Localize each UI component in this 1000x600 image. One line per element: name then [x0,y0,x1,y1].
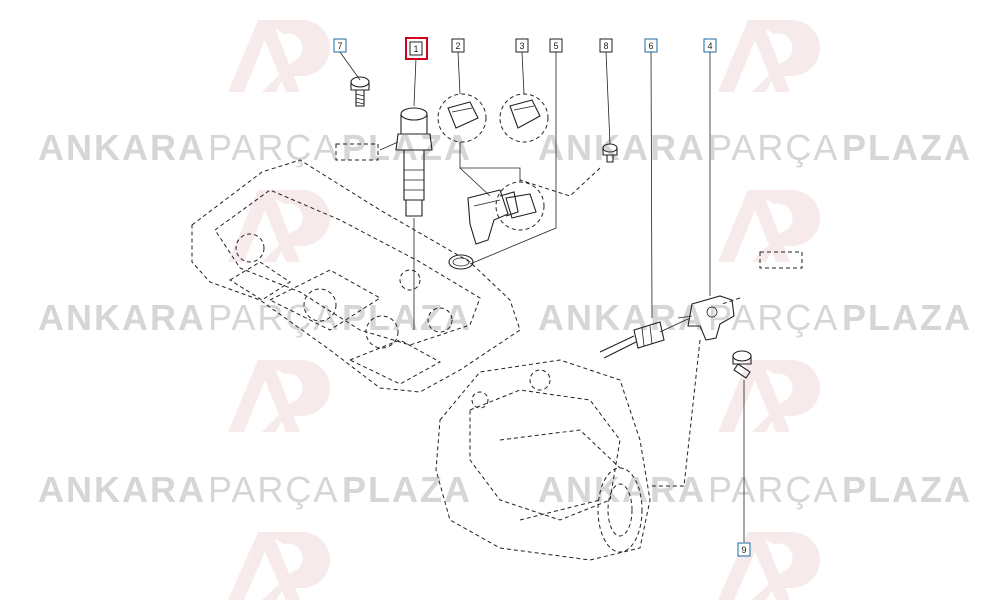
svg-text:7: 7 [337,41,342,51]
wm-ankara-2a: ANKARA [38,297,206,338]
leader-lines [339,51,745,542]
watermark-logo-5 [228,360,330,432]
wm-parca-3b: PARÇA [708,469,839,510]
engine-head-outline [191,159,521,393]
svg-text:6: 6 [648,41,653,51]
reference-box-right [759,251,803,269]
part-7-bolt[interactable] [350,76,370,107]
watermark-logo-7 [228,532,330,600]
part-9-bolt[interactable] [732,350,752,379]
gearbox-outline [435,359,651,561]
wm-parca-2a: PARÇA [208,297,339,338]
part-1-solenoid[interactable] [379,107,433,217]
wm-plaza-2a: PLAZA [342,297,472,338]
reference-box-left [335,143,379,161]
svg-text:3: 3 [519,41,524,51]
callout-9[interactable]: 9 [737,542,751,557]
callout-3[interactable]: 3 [515,38,529,53]
wm-parca-1a: PARÇA [208,127,339,168]
watermark-layer: ANKARA PARÇA PLAZA ANKARA PARÇA PLAZA AN… [38,20,972,600]
wm-plaza-3b: PLAZA [842,469,972,510]
svg-text:9: 9 [741,545,746,555]
wm-plaza-2b: PLAZA [842,297,972,338]
svg-text:1: 1 [413,44,418,54]
watermark-text-row-3: ANKARA PARÇA PLAZA ANKARA PARÇA PLAZA [38,469,972,510]
watermark-logo-6 [718,360,820,432]
svg-text:4: 4 [707,41,712,51]
callout-8[interactable]: 8 [599,38,613,53]
watermark-logo-3 [228,190,330,262]
svg-text:2: 2 [455,41,460,51]
callout-6[interactable]: 6 [644,38,658,53]
wm-ankara-3b: ANKARA [538,469,706,510]
sensor-body[interactable] [467,189,519,245]
callout-4[interactable]: 4 [703,38,717,53]
watermark-text-row-1: ANKARA PARÇA PLAZA ANKARA PARÇA PLAZA [38,127,972,168]
wm-ankara-2b: ANKARA [538,297,706,338]
watermark-text-row-2: ANKARA PARÇA PLAZA ANKARA PARÇA PLAZA [38,297,972,338]
wm-ankara-1b: ANKARA [538,127,706,168]
callout-2[interactable]: 2 [451,38,465,53]
watermark-logo-4 [718,190,820,262]
watermark-logo-8 [718,532,820,600]
watermark-logo-1 [228,20,330,92]
wm-plaza-1a: PLAZA [342,127,472,168]
callout-7[interactable]: 7 [333,38,347,53]
wm-plaza-1b: PLAZA [842,127,972,168]
wm-plaza-3a: PLAZA [342,469,472,510]
part-4-bracket[interactable] [677,295,735,341]
wm-parca-3a: PARÇA [208,469,339,510]
wm-parca-1b: PARÇA [708,127,839,168]
part-6-sensor-lead[interactable] [599,321,665,359]
callout-1-selected[interactable]: 1 [405,37,428,60]
wm-ankara-1a: ANKARA [38,127,206,168]
part-2-clip[interactable] [437,93,487,143]
connector-detail [495,181,545,231]
svg-text:8: 8 [603,41,608,51]
svg-text:5: 5 [553,41,558,51]
watermark-logo-2 [718,20,820,92]
callout-5[interactable]: 5 [549,38,563,53]
part-5-oring[interactable] [448,254,474,270]
wm-parca-2b: PARÇA [708,297,839,338]
wm-ankara-3a: ANKARA [38,469,206,510]
